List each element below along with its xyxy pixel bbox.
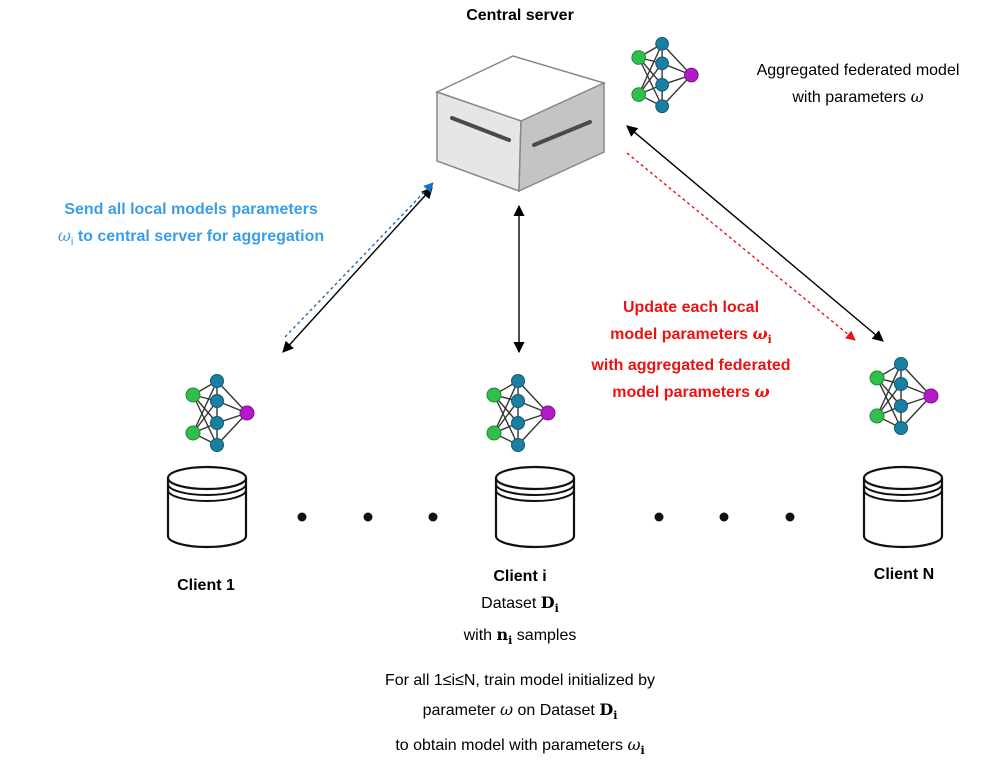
global-model-icon — [631, 36, 699, 114]
client-n-model-icon — [869, 356, 939, 436]
arrow-client1-server — [282, 187, 433, 353]
central-server-label: Central server — [466, 7, 574, 24]
client-n-label: Client N — [873, 566, 935, 583]
send-parameters-note: Send all local models parameters ωi to c… — [57, 201, 325, 248]
aggregated-model-label: Aggregated federated model with paramete… — [756, 62, 960, 106]
client-1-database-icon — [166, 465, 248, 549]
update-parameters-note: Update each local model parameters ωi wi… — [591, 299, 791, 401]
arrow-server-clientn — [626, 125, 884, 342]
client-1-label: Client 1 — [177, 577, 235, 594]
client-i-model-icon — [486, 373, 556, 453]
client-1-model-icon — [185, 373, 255, 453]
training-description: For all 1≤i≤N, train model initialized b… — [384, 672, 656, 757]
ellipsis-dots-left — [297, 512, 438, 522]
client-n-database-icon — [862, 465, 944, 549]
client-i-database-icon — [494, 465, 576, 549]
central-server-icon — [435, 55, 607, 193]
arrow-server-clientn-update-red — [626, 152, 856, 341]
client-i-label: Client i Dataset Di with ni samples — [463, 568, 577, 647]
ellipsis-dots-right — [654, 512, 795, 522]
